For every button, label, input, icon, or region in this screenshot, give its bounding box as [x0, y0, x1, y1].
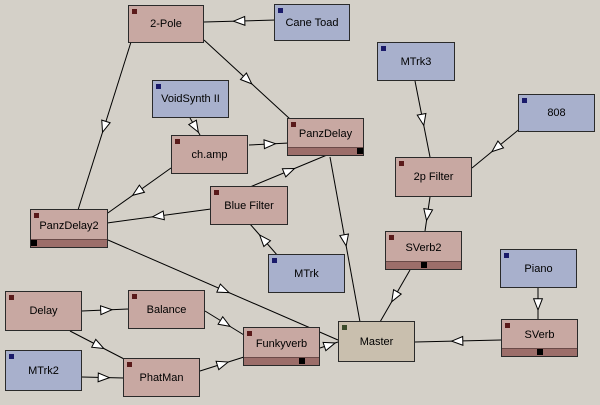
node-808[interactable]: 808: [518, 94, 595, 132]
wire-arrow: [339, 233, 350, 248]
node-label: MTrk2: [28, 364, 59, 377]
node-2-pole[interactable]: 2-Pole: [128, 5, 204, 43]
node-level-bar[interactable]: [244, 357, 319, 365]
node-label: VoidSynth II: [161, 93, 220, 105]
node-mtrk2[interactable]: MTrk2: [5, 350, 82, 391]
node-status-led: [272, 258, 277, 263]
wire-arrow: [258, 234, 272, 248]
node-label: 808: [547, 107, 566, 119]
wire-arrow: [281, 167, 296, 178]
wire-arrow: [101, 119, 111, 134]
node-level-knob[interactable]: [421, 262, 427, 268]
node-status-led: [504, 253, 509, 258]
node-level-knob[interactable]: [299, 358, 305, 364]
wire-arrow: [215, 360, 230, 371]
node-label: Master: [359, 335, 394, 348]
wire-arrow: [322, 341, 337, 352]
node-label: Piano: [524, 262, 553, 275]
node-blue-filter[interactable]: Blue Filter: [210, 186, 288, 225]
node-panzdelay2[interactable]: PanzDelay2: [30, 209, 108, 248]
node-label: Delay: [29, 305, 58, 317]
node-label: Funkyverb: [255, 337, 308, 350]
wire-arrow: [416, 112, 427, 127]
node-status-led: [291, 122, 296, 127]
node-status-led: [381, 46, 386, 51]
node-status-led: [132, 9, 137, 14]
node-master[interactable]: Master: [338, 321, 415, 362]
node-status-led: [156, 84, 161, 89]
node-phatman[interactable]: PhatMan: [123, 358, 200, 397]
wire-arrow: [97, 372, 111, 383]
node-label: Balance: [146, 303, 187, 316]
node-label: PhatMan: [139, 371, 184, 384]
wire-arrow: [263, 139, 277, 150]
node-label: Cane Toad: [285, 16, 339, 29]
wire-arrow: [423, 208, 434, 222]
node-level-knob[interactable]: [537, 349, 543, 355]
wire-arrow: [90, 338, 105, 350]
node-label: SVerb2: [405, 241, 442, 254]
node-label: MTrk3: [400, 55, 432, 68]
node-mtrk[interactable]: MTrk: [268, 254, 345, 293]
node-label: 2p Filter: [413, 171, 454, 183]
node-level-knob[interactable]: [31, 240, 37, 246]
node-level-bar[interactable]: [288, 147, 363, 155]
wire-arrow: [532, 298, 544, 312]
wire-arrow: [131, 184, 146, 197]
node-level-knob[interactable]: [357, 148, 363, 154]
node-status-led: [127, 362, 132, 367]
node-status-led: [522, 98, 527, 103]
node-status-led: [389, 235, 394, 240]
node-status-led: [34, 213, 39, 218]
wire-arrow: [450, 335, 464, 346]
node-delay[interactable]: Delay: [5, 291, 82, 331]
node-piano[interactable]: Piano: [500, 249, 577, 288]
node-status-led: [278, 8, 283, 13]
node-status-led: [214, 190, 219, 195]
wire-arrow: [391, 288, 403, 303]
node-status-led: [9, 354, 14, 359]
node-panzdelay[interactable]: PanzDelay: [287, 118, 364, 156]
node-status-led: [132, 294, 137, 299]
node-label: PanzDelay2: [39, 219, 99, 232]
node-sverb[interactable]: SVerb: [501, 319, 578, 357]
node-label: ch.amp: [191, 148, 228, 161]
wire-arrow: [490, 140, 505, 153]
node-status-led: [175, 139, 180, 144]
node-status-led: [9, 295, 14, 300]
node-cane-toad[interactable]: Cane Toad: [274, 4, 350, 41]
node-status-led: [399, 161, 404, 166]
node-mtrk3[interactable]: MTrk3: [377, 42, 455, 81]
node-status-led: [247, 331, 252, 336]
wire-arrow: [232, 15, 246, 26]
node-label: SVerb: [524, 329, 555, 341]
node-label: MTrk: [294, 267, 319, 280]
node-label: Blue Filter: [224, 199, 274, 212]
node-level-bar[interactable]: [386, 261, 461, 269]
node-status-led: [505, 323, 510, 328]
node-label: PanzDelay: [298, 128, 353, 140]
node-funkyverb[interactable]: Funkyverb: [243, 327, 320, 366]
wire-arrow: [187, 119, 199, 134]
node-sverb2[interactable]: SVerb2: [385, 231, 462, 270]
wire-arrow: [217, 315, 232, 328]
wire-arrow: [99, 305, 114, 316]
node-label: 2-Pole: [150, 18, 182, 30]
node-status-led: [342, 325, 347, 330]
wire-arrow: [151, 210, 165, 221]
wire-arrow: [216, 283, 231, 294]
node-2p-filter[interactable]: 2p Filter: [395, 157, 472, 197]
node-voidsynth-ii[interactable]: VoidSynth II: [152, 80, 229, 118]
node-balance[interactable]: Balance: [128, 290, 205, 329]
node-level-bar[interactable]: [31, 239, 107, 247]
node-ch-amp[interactable]: ch.amp: [171, 135, 248, 174]
node-level-bar[interactable]: [502, 348, 577, 356]
wire-arrow: [239, 72, 253, 85]
